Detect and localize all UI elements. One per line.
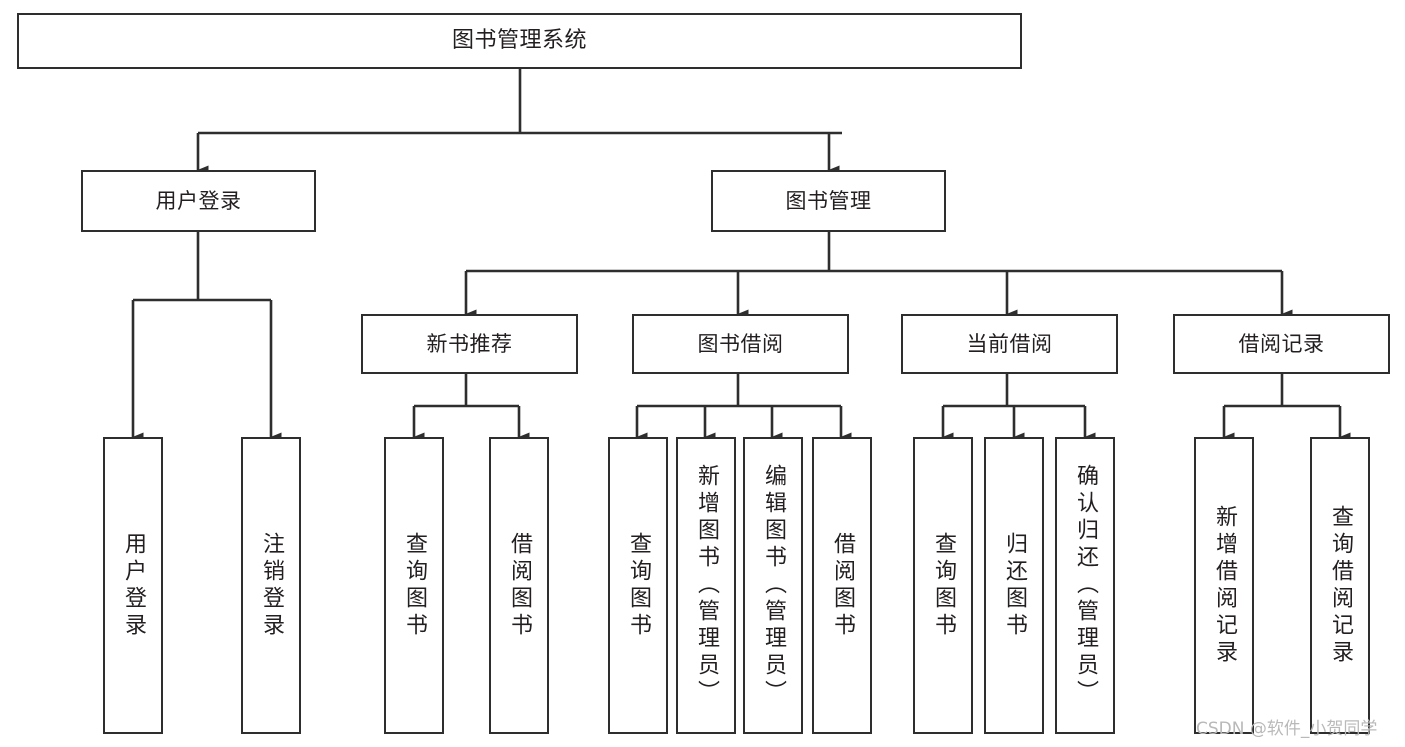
node-new-book-recommend[interactable]: 新书推荐 [361, 314, 578, 374]
node-root[interactable]: 图书管理系统 [17, 13, 1022, 69]
node-leaf-query-book-2-label: 查询图书 [626, 531, 651, 640]
node-leaf-query-book-3[interactable]: 查询图书 [913, 437, 973, 734]
node-leaf-query-book-3-label: 查询图书 [931, 531, 956, 640]
node-leaf-return-book[interactable]: 归还图书 [984, 437, 1044, 734]
node-leaf-query-book-2[interactable]: 查询图书 [608, 437, 668, 734]
node-leaf-return-book-label: 归还图书 [1002, 531, 1027, 640]
node-user-login[interactable]: 用户登录 [81, 170, 316, 232]
node-new-book-recommend-label: 新书推荐 [426, 331, 513, 356]
node-borrow-record-label: 借阅记录 [1238, 331, 1325, 356]
node-leaf-add-record-label: 新增借阅记录 [1212, 504, 1237, 667]
node-current-borrow[interactable]: 当前借阅 [901, 314, 1118, 374]
node-leaf-borrow-book-2-label: 借阅图书 [830, 531, 855, 640]
node-leaf-logout[interactable]: 注销登录 [241, 437, 301, 734]
node-leaf-add-book-label: 新增图书（管理员） [694, 464, 719, 707]
node-leaf-confirm-return[interactable]: 确认归还（管理员） [1055, 437, 1115, 734]
node-book-borrow[interactable]: 图书借阅 [632, 314, 849, 374]
node-leaf-query-record[interactable]: 查询借阅记录 [1310, 437, 1370, 734]
node-leaf-user-login-label: 用户登录 [121, 531, 146, 640]
node-leaf-logout-label: 注销登录 [259, 531, 284, 640]
node-current-borrow-label: 当前借阅 [966, 331, 1053, 356]
node-leaf-borrow-book-1[interactable]: 借阅图书 [489, 437, 549, 734]
node-leaf-add-record[interactable]: 新增借阅记录 [1194, 437, 1254, 734]
node-leaf-borrow-book-1-label: 借阅图书 [507, 531, 532, 640]
node-leaf-edit-book[interactable]: 编辑图书（管理员） [743, 437, 803, 734]
node-leaf-query-book-1-label: 查询图书 [402, 531, 427, 640]
node-leaf-user-login[interactable]: 用户登录 [103, 437, 163, 734]
node-user-login-label: 用户登录 [155, 188, 242, 213]
node-book-manage[interactable]: 图书管理 [711, 170, 946, 232]
node-leaf-add-book[interactable]: 新增图书（管理员） [676, 437, 736, 734]
node-root-label: 图书管理系统 [451, 28, 587, 54]
node-borrow-record[interactable]: 借阅记录 [1173, 314, 1390, 374]
node-leaf-borrow-book-2[interactable]: 借阅图书 [812, 437, 872, 734]
node-book-manage-label: 图书管理 [785, 188, 872, 213]
node-leaf-query-record-label: 查询借阅记录 [1328, 504, 1353, 667]
node-leaf-edit-book-label: 编辑图书（管理员） [761, 464, 786, 707]
node-leaf-query-book-1[interactable]: 查询图书 [384, 437, 444, 734]
node-leaf-confirm-return-label: 确认归还（管理员） [1073, 464, 1098, 707]
node-book-borrow-label: 图书借阅 [697, 331, 784, 356]
watermark-text: CSDN @软件_小贺同学 [1196, 719, 1378, 739]
